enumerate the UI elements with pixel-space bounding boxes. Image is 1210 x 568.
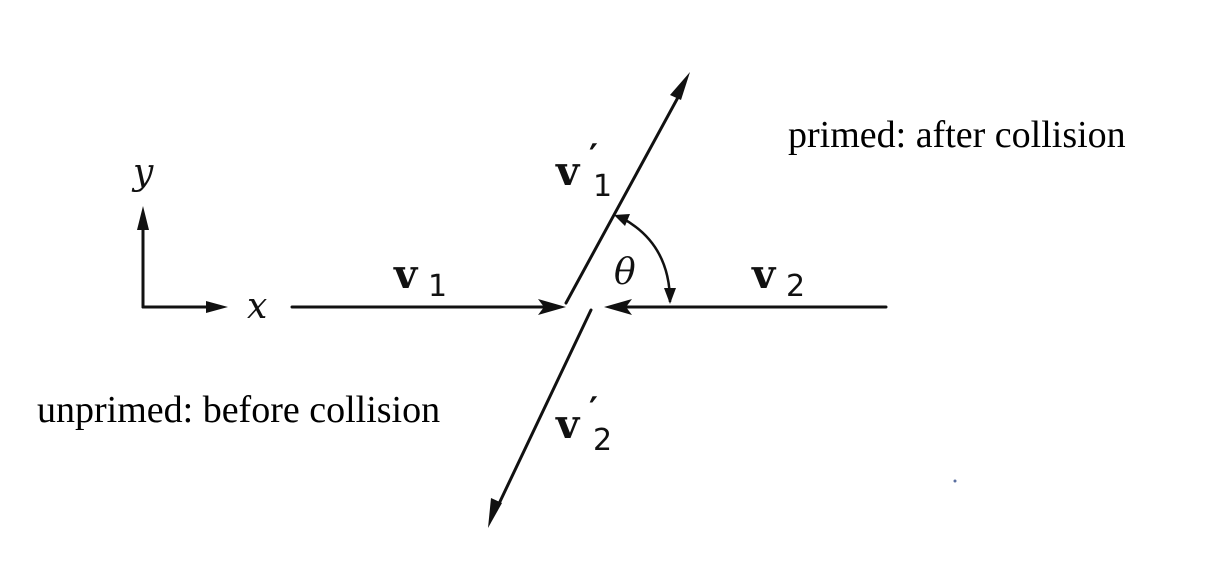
angle-theta-label: θ: [614, 252, 636, 293]
angle-arc: [614, 214, 676, 304]
y-axis-label: y: [131, 152, 154, 193]
v1-prime-mark: ′: [589, 137, 598, 177]
v1-prime-symbol: v: [555, 148, 581, 195]
vector-v1-label: v 1: [393, 251, 447, 304]
v2-prime-symbol: v: [555, 401, 581, 448]
v1-prime-subscript: 1: [593, 169, 612, 204]
vector-v2-label: v 2: [751, 251, 805, 304]
v2-prime-mark: ′: [589, 390, 598, 430]
vector-v2-prime-arrow: [488, 308, 593, 528]
angle-arc-arrowhead-top: [614, 214, 630, 226]
vector-v2-prime-label: v ′ 2: [555, 390, 612, 458]
x-axis-label: x: [247, 286, 267, 327]
angle-arc-arrowhead-bottom: [664, 288, 676, 304]
before-collision-caption: unprimed: before collision: [37, 389, 440, 431]
x-axis-arrowhead: [206, 301, 228, 313]
vector-v2-arrow: [604, 299, 888, 315]
stray-dot: [953, 479, 957, 483]
v2-subscript: 2: [786, 269, 805, 304]
vector-v1-prime-arrow: [564, 72, 690, 305]
v1-subscript: 1: [428, 269, 447, 304]
v2-prime-subscript: 2: [593, 423, 612, 458]
coordinate-axes: y x: [131, 152, 267, 327]
vector-v1-prime-label: v ′ 1: [555, 137, 612, 204]
y-axis-arrowhead: [137, 206, 149, 230]
after-collision-caption: primed: after collision: [788, 114, 1126, 156]
v1-symbol: v: [393, 251, 419, 298]
vector-v1-arrow: [290, 299, 566, 315]
v2-symbol: v: [751, 251, 777, 298]
